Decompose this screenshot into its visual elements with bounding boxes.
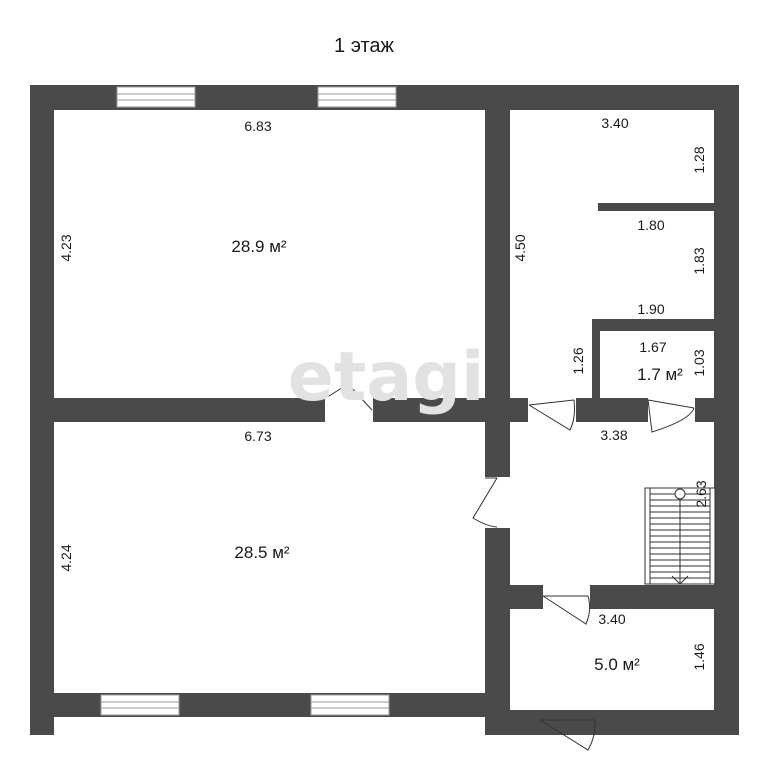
- window-top-1: [116, 86, 196, 108]
- dim-bottom-right-width: 3.40: [598, 611, 625, 627]
- dim-closet-height: 1.03: [691, 349, 707, 376]
- dim-top-right-lower-width: 1.90: [637, 301, 664, 317]
- windows: [100, 86, 397, 716]
- door-top-right-room: [528, 399, 575, 431]
- dim-bottom-right-height: 1.46: [691, 643, 707, 670]
- wall-closet-left: [592, 319, 600, 403]
- floor-title: 1 этаж: [334, 35, 395, 57]
- door-closet: [647, 399, 695, 433]
- dim-top-right-width: 3.40: [601, 115, 628, 131]
- area-room-bottom-right: 5.0 м²: [594, 655, 640, 674]
- window-bottom-1: [100, 694, 180, 716]
- dim-top-right-mid-height: 1.83: [691, 247, 707, 274]
- area-closet: 1.7 м²: [637, 365, 683, 384]
- dim-hall-width: 3.38: [600, 427, 627, 443]
- dim-top-right-lower-height: 1.26: [570, 347, 586, 374]
- wall-lower-b: [590, 585, 739, 609]
- dim-bottom-left-width: 6.73: [244, 428, 271, 444]
- door-hall-to-left-room: [472, 477, 498, 528]
- outer-wall-bottom-right: [485, 710, 739, 735]
- watermark-logo: etagi: [288, 338, 485, 417]
- wall-vertical-upper: [485, 85, 510, 477]
- window-top-2: [317, 86, 397, 108]
- stairs-direction-arrow: [671, 575, 689, 585]
- dim-top-right-mid-width: 1.80: [637, 217, 664, 233]
- stairs-start-marker: [674, 488, 686, 500]
- area-room-bottom-left: 28.5 м²: [234, 543, 289, 562]
- wall-vertical-lower: [485, 528, 510, 735]
- door-lower-room: [542, 595, 591, 625]
- wall-closet-top: [592, 319, 716, 331]
- wall-middle-left: [30, 398, 325, 422]
- walls: [30, 85, 739, 735]
- dim-top-right-height: 4.50: [512, 234, 528, 261]
- doors: [325, 383, 695, 751]
- dim-top-right-upper-height: 1.28: [691, 146, 707, 173]
- dim-bottom-left-height: 4.24: [58, 544, 74, 571]
- dim-hall-height: 2.63: [693, 480, 709, 507]
- dim-top-left-width: 6.83: [244, 118, 271, 134]
- door-between-left-rooms: [325, 383, 373, 411]
- window-bottom-2: [310, 694, 390, 716]
- wall-middle-right-a: [576, 398, 648, 422]
- area-room-top-left: 28.9 м²: [231, 237, 286, 256]
- dim-closet-width: 1.67: [639, 339, 666, 355]
- wall-storage-shelf: [598, 203, 716, 211]
- dim-top-left-height: 4.23: [58, 234, 74, 261]
- wall-middle-right-b: [695, 398, 739, 422]
- staircase: [644, 487, 716, 585]
- door-entrance: [539, 719, 596, 751]
- wall-lower-a: [485, 585, 543, 609]
